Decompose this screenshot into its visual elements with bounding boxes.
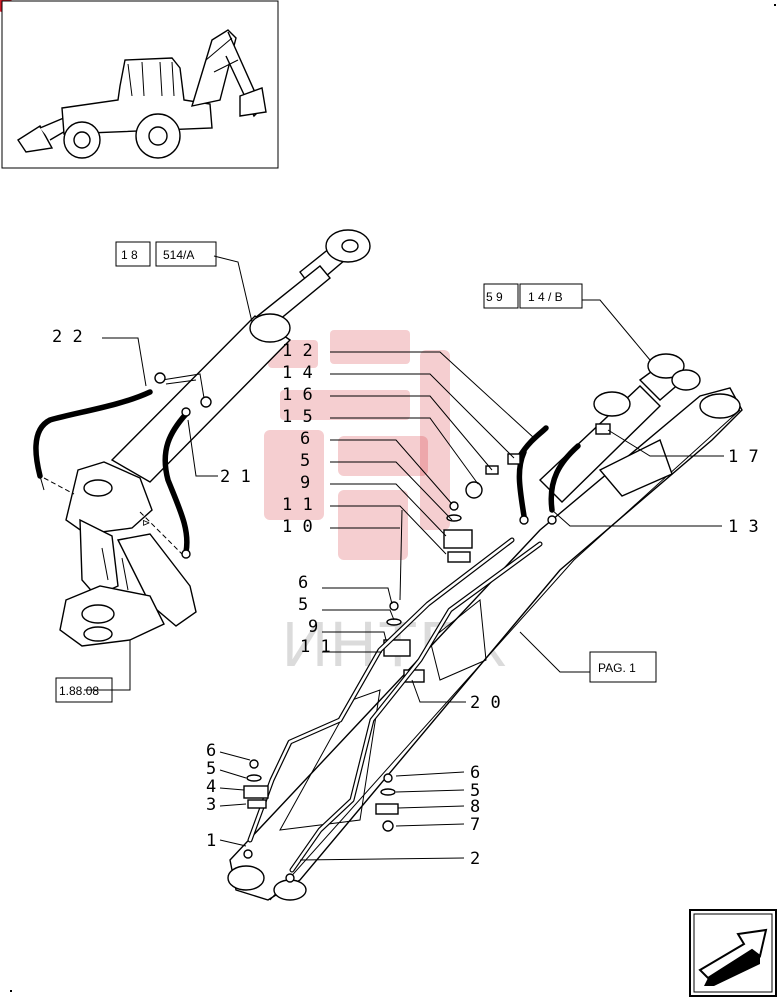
callout-1: 1 <box>206 831 216 851</box>
callout-3: 3 <box>206 795 216 815</box>
callout-16: 1 6 <box>282 385 313 405</box>
svg-text:1 4 / B: 1 4 / B <box>528 290 563 304</box>
callout-7: 7 <box>470 815 480 835</box>
callout-5-lower-left: 5 <box>206 759 216 779</box>
callout-5-lower-right: 5 <box>470 781 480 801</box>
svg-text:5 9: 5 9 <box>486 290 503 304</box>
callout-20: 2 0 <box>470 693 501 713</box>
fitting-14[interactable] <box>507 453 521 465</box>
callout-6-lower-right: 6 <box>470 763 480 783</box>
ref-box-18[interactable]: 1 8 <box>115 241 151 267</box>
ref-box-pag1[interactable]: PAG. 1 <box>589 651 657 683</box>
leader-lines <box>84 255 724 861</box>
clamp-lower-right[interactable] <box>375 773 399 832</box>
pipe-1[interactable] <box>243 537 515 859</box>
callout-11-middle: 1 1 <box>300 637 331 657</box>
ref-box-14b[interactable]: 1 4 / B <box>519 283 583 309</box>
callout-13: 1 3 <box>728 517 759 537</box>
callout-10: 1 0 <box>282 517 313 537</box>
pipe-2[interactable] <box>285 541 543 883</box>
callout-9-upper: 9 <box>300 473 310 493</box>
callout-4: 4 <box>206 777 216 797</box>
next-page-arrow-icon[interactable] <box>689 909 777 997</box>
svg-text:514/A: 514/A <box>163 248 194 262</box>
backhoe-loader-icon <box>17 29 267 159</box>
callout-5-upper: 5 <box>300 451 310 471</box>
machine-thumbnail[interactable] <box>1 0 279 169</box>
hose-12[interactable] <box>516 425 549 525</box>
left-cylinder-assembly: ⊳ <box>43 229 371 647</box>
callout-14: 1 4 <box>282 363 313 383</box>
callout-5-middle: 5 <box>298 595 308 615</box>
svg-text:⊳: ⊳ <box>142 518 150 529</box>
callout-21: 2 1 <box>220 467 251 487</box>
callout-15: 1 5 <box>282 407 313 427</box>
callout-22: 2 2 <box>52 327 83 347</box>
callout-2: 2 <box>470 849 480 869</box>
o-ring-15[interactable] <box>465 481 483 499</box>
svg-text:PAG. 1: PAG. 1 <box>598 661 636 675</box>
svg-text:1 8: 1 8 <box>121 248 138 262</box>
callout-labels: 2 2 2 1 1 2 1 4 1 6 1 5 6 5 9 1 1 1 0 1 … <box>52 327 759 869</box>
hose-21[interactable] <box>162 407 191 559</box>
hose-22[interactable] <box>33 389 153 491</box>
callout-6-lower-left: 6 <box>206 741 216 761</box>
clamp-lower-left[interactable] <box>243 759 269 809</box>
callout-17: 1 7 <box>728 447 759 467</box>
callout-9-middle: 9 <box>308 617 318 637</box>
clamp-upper[interactable] <box>443 501 473 563</box>
callout-12: 1 2 <box>282 341 313 361</box>
page-mark <box>10 990 12 992</box>
callout-11-upper: 1 1 <box>282 495 313 515</box>
svg-text:1.88.08: 1.88.08 <box>59 684 99 698</box>
callout-6-upper: 6 <box>300 429 310 449</box>
hose-13[interactable] <box>547 443 581 525</box>
callout-6-middle: 6 <box>298 573 308 593</box>
ref-box-59[interactable]: 5 9 <box>483 283 519 309</box>
callout-8: 8 <box>470 797 480 817</box>
ref-box-514a[interactable]: 514/A <box>155 241 217 267</box>
page-mark <box>774 4 776 6</box>
